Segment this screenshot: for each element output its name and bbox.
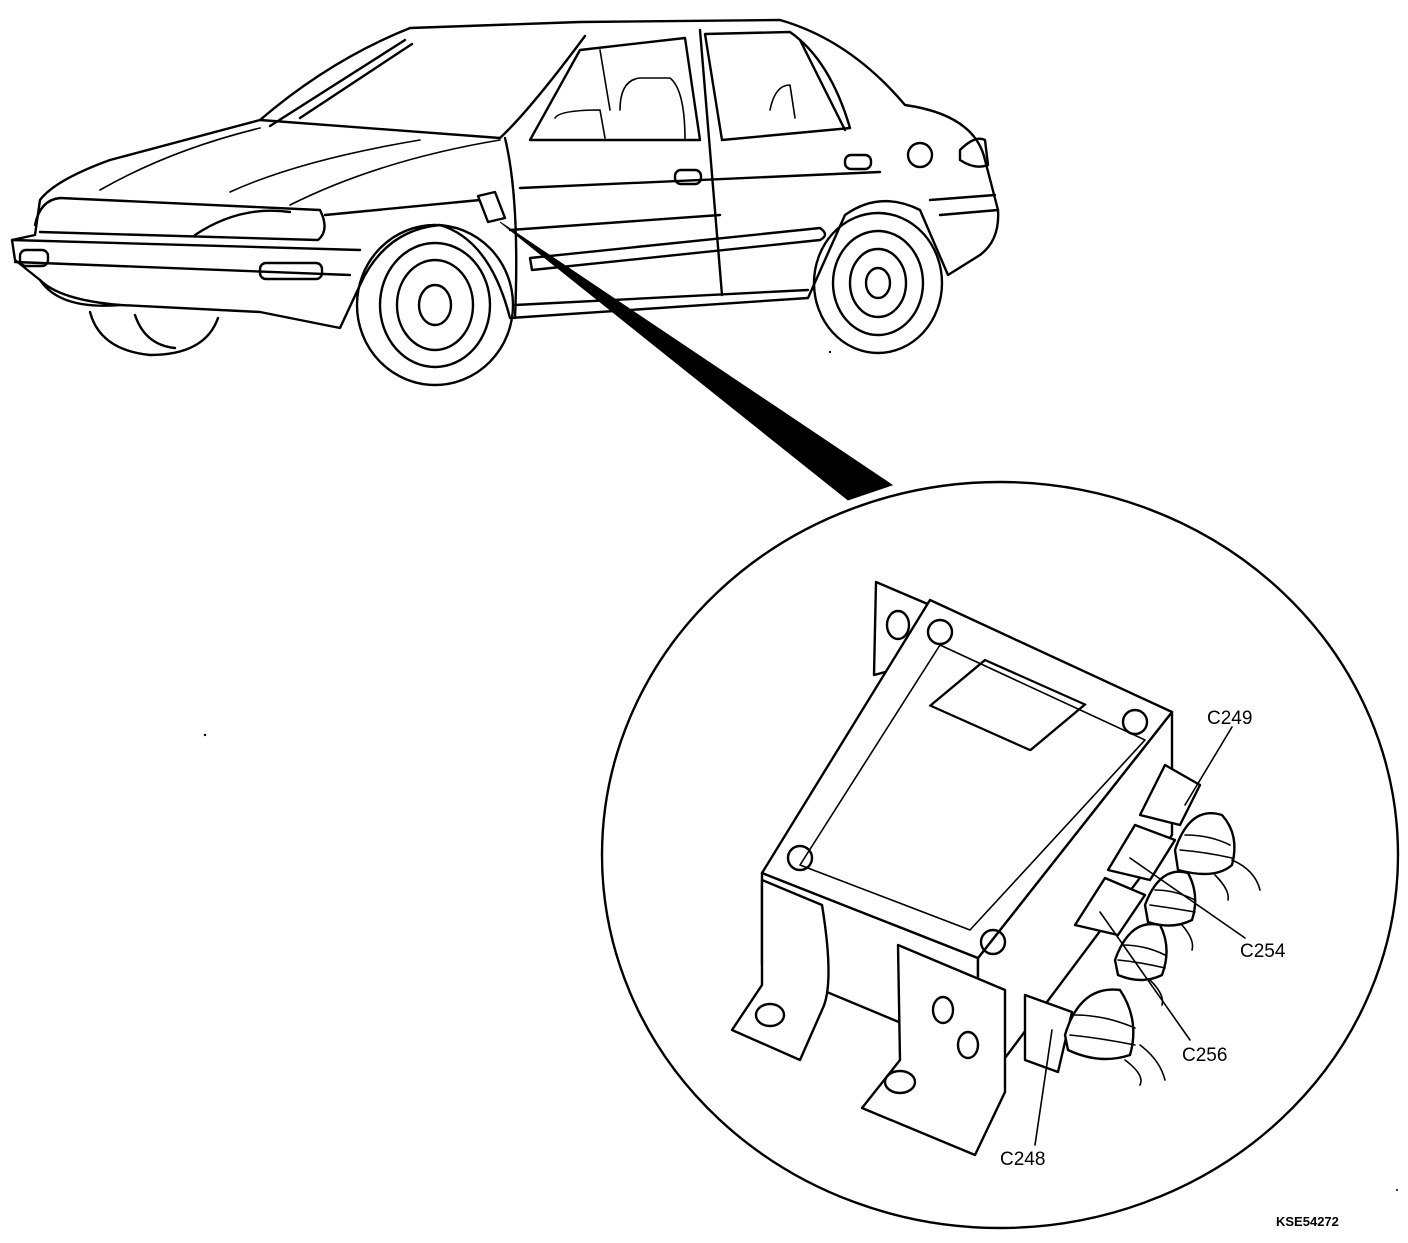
callout-pointer — [499, 221, 894, 501]
scan-specks — [203, 350, 1398, 1191]
car-body-outline — [10, 18, 1000, 330]
label-c254: C254 — [1240, 941, 1286, 962]
car-rear-window — [703, 30, 852, 142]
car-rear-wheel — [812, 211, 944, 355]
detail-circle — [600, 480, 1400, 1230]
harness-c248 — [1063, 988, 1135, 1061]
car-seats — [554, 49, 796, 141]
front-bracket-hole-lower — [956, 1030, 980, 1060]
leader-c254 — [1129, 857, 1246, 939]
car-illustration — [10, 18, 1000, 387]
left-bracket-hole — [754, 1002, 786, 1028]
connector-blocks — [1023, 763, 1202, 1074]
car-rocker-panel — [513, 288, 810, 307]
label-c248: C248 — [1000, 1149, 1045, 1170]
top-hole-rear-left — [926, 618, 954, 646]
car-rear-door-handle — [843, 153, 873, 171]
top-hole-rear-right — [1121, 708, 1149, 736]
module-top-recess — [799, 644, 1146, 931]
front-bracket-foot-hole — [883, 1069, 917, 1095]
car-front-door-handle — [673, 168, 703, 186]
module-top-face — [760, 598, 1174, 960]
car-front-door — [503, 28, 882, 320]
figure-code: KSE54272 — [1276, 1214, 1339, 1229]
car-front-bumper — [10, 238, 362, 307]
top-hole-front-right — [979, 928, 1007, 956]
connector-c248-block — [1023, 993, 1074, 1074]
label-c256: C256 — [1182, 1045, 1227, 1066]
wire-harnesses — [1063, 812, 1261, 1086]
left-mounting-bracket — [730, 878, 830, 1062]
front-bracket-hole-upper — [931, 995, 955, 1025]
car-fuel-door — [906, 141, 934, 169]
label-c249: C249 — [1207, 708, 1252, 729]
car-side-marker — [258, 261, 324, 281]
car-headlights — [33, 196, 326, 242]
car-hood-lines — [99, 127, 501, 206]
car-front-wheel — [355, 223, 515, 387]
connector-c254-block — [1106, 823, 1177, 882]
harness-c249 — [1173, 812, 1236, 876]
top-hole-front-left — [786, 844, 814, 872]
car-tail-light — [928, 137, 1000, 217]
leader-lines — [1034, 726, 1246, 1146]
car-windshield — [258, 34, 587, 140]
rear-flange-hole — [885, 609, 911, 641]
car-side-moulding — [323, 198, 827, 272]
detail-magnifier: C249 C254 C256 C248 — [600, 480, 1400, 1230]
leader-c248 — [1034, 1029, 1053, 1146]
leader-c256 — [1099, 911, 1191, 1041]
module-label-plate — [928, 659, 1087, 752]
car-front-left-wheel — [88, 310, 220, 357]
harness-c254 — [1143, 870, 1197, 927]
connector-c256-block — [1073, 876, 1147, 937]
module-location-marker — [476, 190, 507, 224]
connector-c249-block — [1138, 763, 1202, 827]
leader-c249 — [1184, 726, 1233, 806]
car-fog-light — [18, 248, 50, 268]
front-mounting-bracket — [860, 943, 1007, 1157]
